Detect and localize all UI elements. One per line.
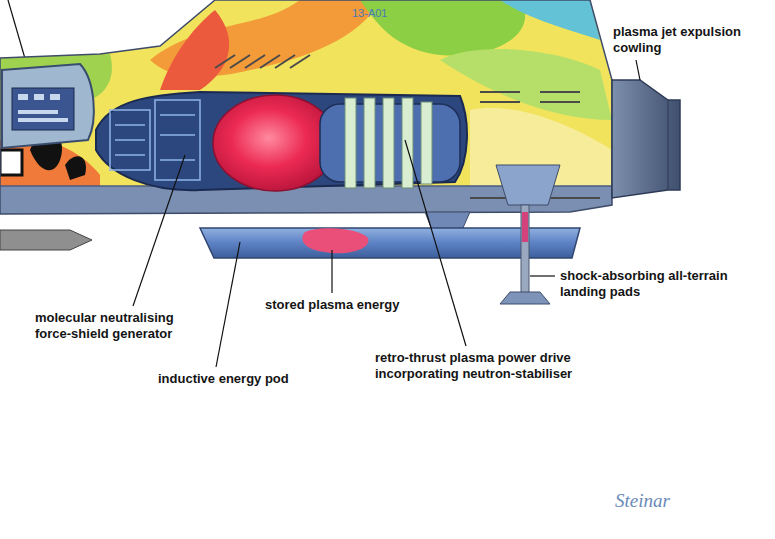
part-label: stored plasma energy [265, 297, 445, 313]
part-label: retro-thrust plasma power drive incorpor… [375, 350, 625, 381]
part-label: plasma jet expulsion cowling [613, 24, 771, 55]
artist-signature: Steinar [615, 490, 725, 513]
part-label: molecular neutralising force-shield gene… [35, 310, 210, 341]
part-label: shock-absorbing all-terrain landing pads [560, 268, 740, 299]
hull-marking: 13-A01 [352, 7, 412, 20]
part-label: inductive energy pod [158, 371, 338, 387]
